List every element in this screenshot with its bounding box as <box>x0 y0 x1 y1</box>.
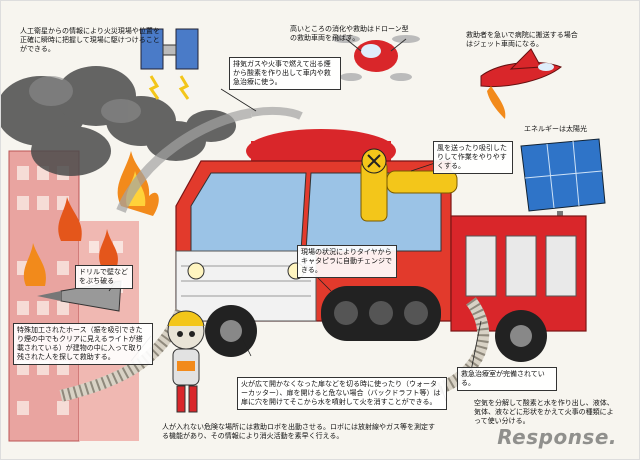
satellite <box>140 28 199 100</box>
tracks-note: 現場の状況によりタイヤからキャタピラに自動チェンジできる。 <box>297 245 397 278</box>
jet-note: 救助者を急いで病院に搬送する場合はジェット車両になる。 <box>466 31 578 48</box>
treatment-note: 救急治療室が完備されている。 <box>457 367 557 391</box>
solar-panel <box>520 138 606 225</box>
rescue-robot <box>167 310 205 413</box>
satellite-note: 人工衛星からの情報により火災現場や位置を正確に瞬時に把握して現場に駆けつけること… <box>20 27 160 53</box>
exhaust-note: 排気ガスや火事で燃えて出る煙から酸素を作り出して車内や救急治療に使う。 <box>229 57 341 90</box>
water-spray <box>116 106 303 213</box>
hose-note: 特殊加工されたホース（振を吸引できたり煙の中でもクリアに見えるライトが搭載されて… <box>13 323 153 365</box>
cutter-note: 火が広て開かなくなった扉などを切る時に使ったり（ウォーターカッター）、扉を開ける… <box>237 377 447 410</box>
robot-note: 人が入れない危険な場所には救助ロボを出動させる。ロボには放射線やガス等を測定する… <box>162 423 435 440</box>
drone-note: 高いところの消化や救助はドローン型の救助車両を飛ばす。 <box>290 25 409 42</box>
jet-vehicle <box>480 48 562 119</box>
solar-note: エネルギーは太陽光 <box>524 125 587 133</box>
smoke-light <box>29 76 141 123</box>
air-water-note: 空気を分解して酸素と水を作り出し、液体、気体、液などに形状をかえて火事の種類によ… <box>474 399 614 425</box>
drill-note: ドリルで壁などをぶち破る <box>75 265 133 289</box>
response-watermark: Response. <box>497 425 617 449</box>
fire-truck <box>175 129 587 362</box>
drone-vehicle <box>332 35 420 81</box>
wind-note: 風を送ったり吸引したりして作業をやりやすくする。 <box>433 141 513 174</box>
